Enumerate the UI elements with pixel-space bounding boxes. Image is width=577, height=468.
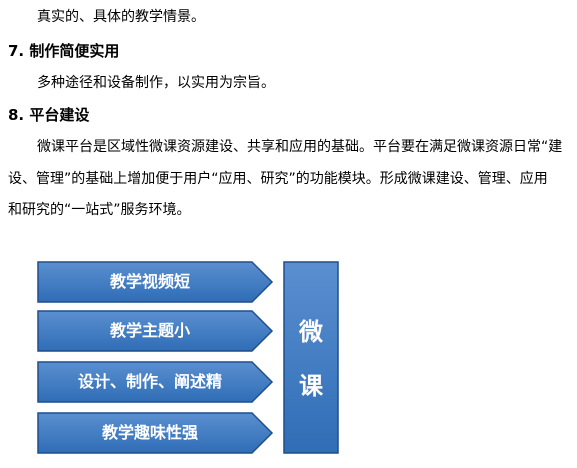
section-8-text-line-3: 和研究的“一站式”服务环境。: [8, 202, 191, 218]
arrow-shape-3: [37, 361, 274, 403]
section-8-text-line-1: 微课平台是区域性微课资源建设、共享和应用的基础。平台要在满足微课资源日常“建: [37, 139, 563, 155]
section-7-text: 多种途径和设备制作，以实用为宗旨。: [37, 75, 275, 91]
arrow-label-2: 教学主题小: [109, 321, 190, 340]
arrow-shape-2: [37, 310, 274, 352]
box-char-wei: 微: [299, 318, 323, 346]
intro-line: 真实的、具体的教学情景。: [37, 9, 205, 25]
arrow-shape-1: [37, 261, 274, 303]
microlesson-box: [283, 261, 339, 454]
section-heading-8: 8. 平台建设: [8, 106, 90, 124]
arrow-label-3: 设计、制作、阐述精: [77, 372, 222, 391]
section-heading-7: 7. 制作简便实用: [8, 42, 120, 60]
arrow-label-1: 教学视频短: [109, 272, 190, 291]
box-char-ke: 课: [299, 372, 323, 400]
section-8-text-line-2: 设、管理”的基础上增加便于用户“应用、研究”的功能模块。形成微课建设、管理、应用: [8, 171, 548, 187]
arrow-label-4: 教学趣味性强: [101, 423, 198, 442]
arrow-shape-4: [37, 412, 274, 454]
